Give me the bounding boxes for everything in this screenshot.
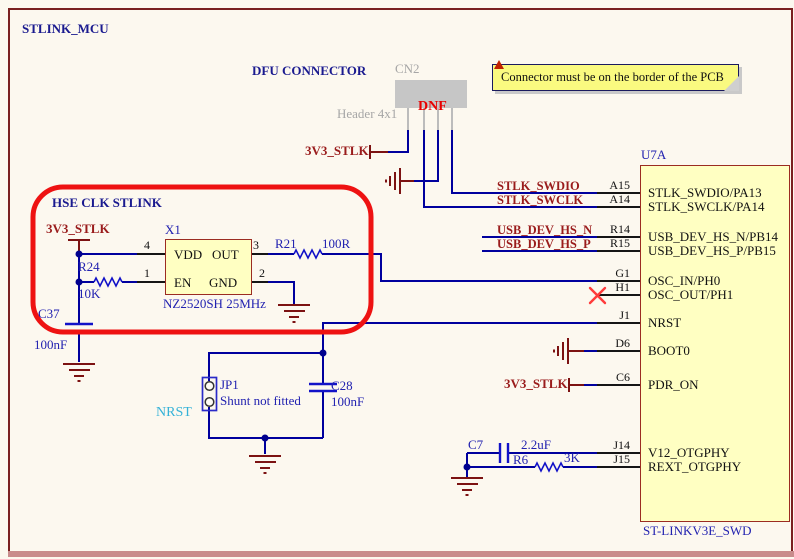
- pin-stubs: [137, 192, 640, 468]
- nrst-net-label[interactable]: NRST: [156, 405, 192, 420]
- power-bar-icon: [568, 378, 584, 392]
- power-bar-icon: [369, 145, 388, 159]
- r6-value[interactable]: 3K: [564, 450, 580, 465]
- ground-symbols: [63, 168, 584, 496]
- x1-pin-number: 3: [253, 238, 259, 252]
- u7a-pin-number: H1: [615, 280, 630, 294]
- u7a-pin-name: USB_DEV_HS_P/PB15: [648, 243, 776, 258]
- note-text: Connector must be on the border of the P…: [501, 70, 724, 84]
- x1-refdes[interactable]: X1: [165, 222, 181, 237]
- u7a-pin-name: OSC_OUT/PH1: [648, 287, 734, 302]
- power-net-label[interactable]: 3V3_STLK: [46, 221, 110, 236]
- r6-refdes[interactable]: R6: [513, 452, 529, 467]
- x1-pin-number: 2: [259, 266, 265, 280]
- power-symbols: [68, 145, 584, 392]
- ground-symbol: [278, 304, 310, 323]
- c28-value[interactable]: 100nF: [331, 394, 365, 409]
- u7a-pin-name: BOOT0: [648, 343, 690, 358]
- net-label-swdio[interactable]: STLK_SWDIO: [497, 179, 580, 193]
- u7a-pin-number: A14: [609, 192, 630, 206]
- sheet-border: [8, 8, 793, 553]
- r21-refdes[interactable]: R21: [275, 236, 297, 251]
- net-label-usb-n[interactable]: USB_DEV_HS_N: [497, 223, 593, 237]
- u7a-part[interactable]: ST-LINKV3E_SWD: [643, 523, 752, 538]
- u7a-pin-name: REXT_OTGPHY: [648, 459, 742, 474]
- u7a-pin-number: J14: [613, 438, 630, 452]
- r24-refdes[interactable]: R24: [78, 259, 100, 274]
- r24-value[interactable]: 10K: [78, 286, 101, 301]
- sheet-title: STLINK_MCU: [22, 21, 109, 36]
- x1-pin-number: 1: [144, 266, 150, 280]
- dfu-connector-symbol[interactable]: [395, 80, 467, 130]
- sheet-border-bottom: [8, 551, 794, 557]
- ground-symbol-sideways: [385, 168, 414, 194]
- u7a-pin-number: G1: [615, 266, 630, 280]
- no-connect-x-icon: [588, 286, 607, 305]
- power-net-label[interactable]: 3V3_STLK: [305, 143, 369, 158]
- resistor-symbols[interactable]: [93, 248, 564, 473]
- u7a-pin-name: NRST: [648, 315, 682, 330]
- c7-refdes[interactable]: C7: [468, 437, 484, 452]
- u7a-refdes[interactable]: U7A: [641, 147, 667, 162]
- ground-symbol: [451, 477, 483, 496]
- u7a-pin-name: OSC_IN/PH0: [648, 273, 721, 288]
- net-label-swclk[interactable]: STLK_SWCLK: [497, 193, 584, 207]
- x1-pin-vdd: VDD: [174, 247, 203, 262]
- x1-part[interactable]: NZ2520SH 25MHz: [163, 296, 266, 311]
- u7a-pin-name: PDR_ON: [648, 377, 699, 392]
- power-net-label[interactable]: 3V3_STLK: [504, 376, 568, 391]
- c37-refdes[interactable]: C37: [38, 306, 60, 321]
- u7a-pin-number: A15: [609, 178, 630, 192]
- jp1-note[interactable]: Shunt not fitted: [220, 393, 301, 408]
- x1-pin-out: OUT: [212, 247, 239, 262]
- ground-symbol: [63, 363, 95, 382]
- jp1-refdes[interactable]: JP1: [220, 377, 239, 392]
- u7a-pin-name: V12_OTGPHY: [648, 445, 730, 460]
- resistor-r21: [293, 248, 323, 260]
- dnf-flag: DNF: [418, 99, 447, 114]
- cn2-footprint: Header 4x1: [337, 106, 398, 121]
- u7a-pin-number: C6: [615, 370, 630, 384]
- x1-pin-number: 4: [144, 238, 150, 252]
- resistor-r6: [534, 461, 564, 473]
- x1-pin-en: EN: [174, 275, 192, 290]
- oscillator-x1-body[interactable]: VDD OUT EN GND: [165, 239, 252, 295]
- c28-refdes[interactable]: C28: [331, 378, 353, 393]
- ground-symbol-sideways: [553, 338, 584, 364]
- x1-pin-gnd: GND: [209, 275, 238, 290]
- u7a-pin-name: STLK_SWCLK/PA14: [648, 199, 765, 214]
- r21-value[interactable]: 100R: [322, 236, 351, 251]
- jumper-jp1-symbol[interactable]: [201, 376, 218, 412]
- net-label-usb-p[interactable]: USB_DEV_HS_P: [497, 237, 591, 251]
- highlight-box: [30, 184, 374, 335]
- warning-triangle-icon: [494, 60, 504, 69]
- note-sticky[interactable]: Connector must be on the border of the P…: [492, 60, 739, 91]
- dfu-heading: DFU CONNECTOR: [252, 63, 367, 78]
- u7a-pin-number: J1: [619, 308, 630, 322]
- wires[interactable]: [78, 130, 597, 477]
- u7a-pin-number: R15: [609, 236, 630, 250]
- junction-dots: [75, 250, 471, 471]
- hse-heading: HSE CLK STLINK: [52, 195, 162, 210]
- c37-value[interactable]: 100nF: [34, 337, 68, 352]
- u7a-pin-number: R14: [609, 222, 630, 236]
- c7-value[interactable]: 2.2uF: [521, 437, 551, 452]
- u7a-pin-name: USB_DEV_HS_N/PB14: [648, 229, 779, 244]
- ground-symbol: [249, 455, 281, 474]
- capacitor-c28: [309, 382, 337, 393]
- cn2-refdes[interactable]: CN2: [395, 61, 420, 76]
- u7a-pin-number: J15: [613, 452, 630, 466]
- mcu-u7a-body[interactable]: [640, 165, 790, 522]
- capacitor-c7: [498, 443, 510, 463]
- resistor-r24: [93, 276, 123, 288]
- u7a-pin-number: D6: [615, 336, 630, 350]
- u7a-pin-name: STLK_SWDIO/PA13: [648, 185, 762, 200]
